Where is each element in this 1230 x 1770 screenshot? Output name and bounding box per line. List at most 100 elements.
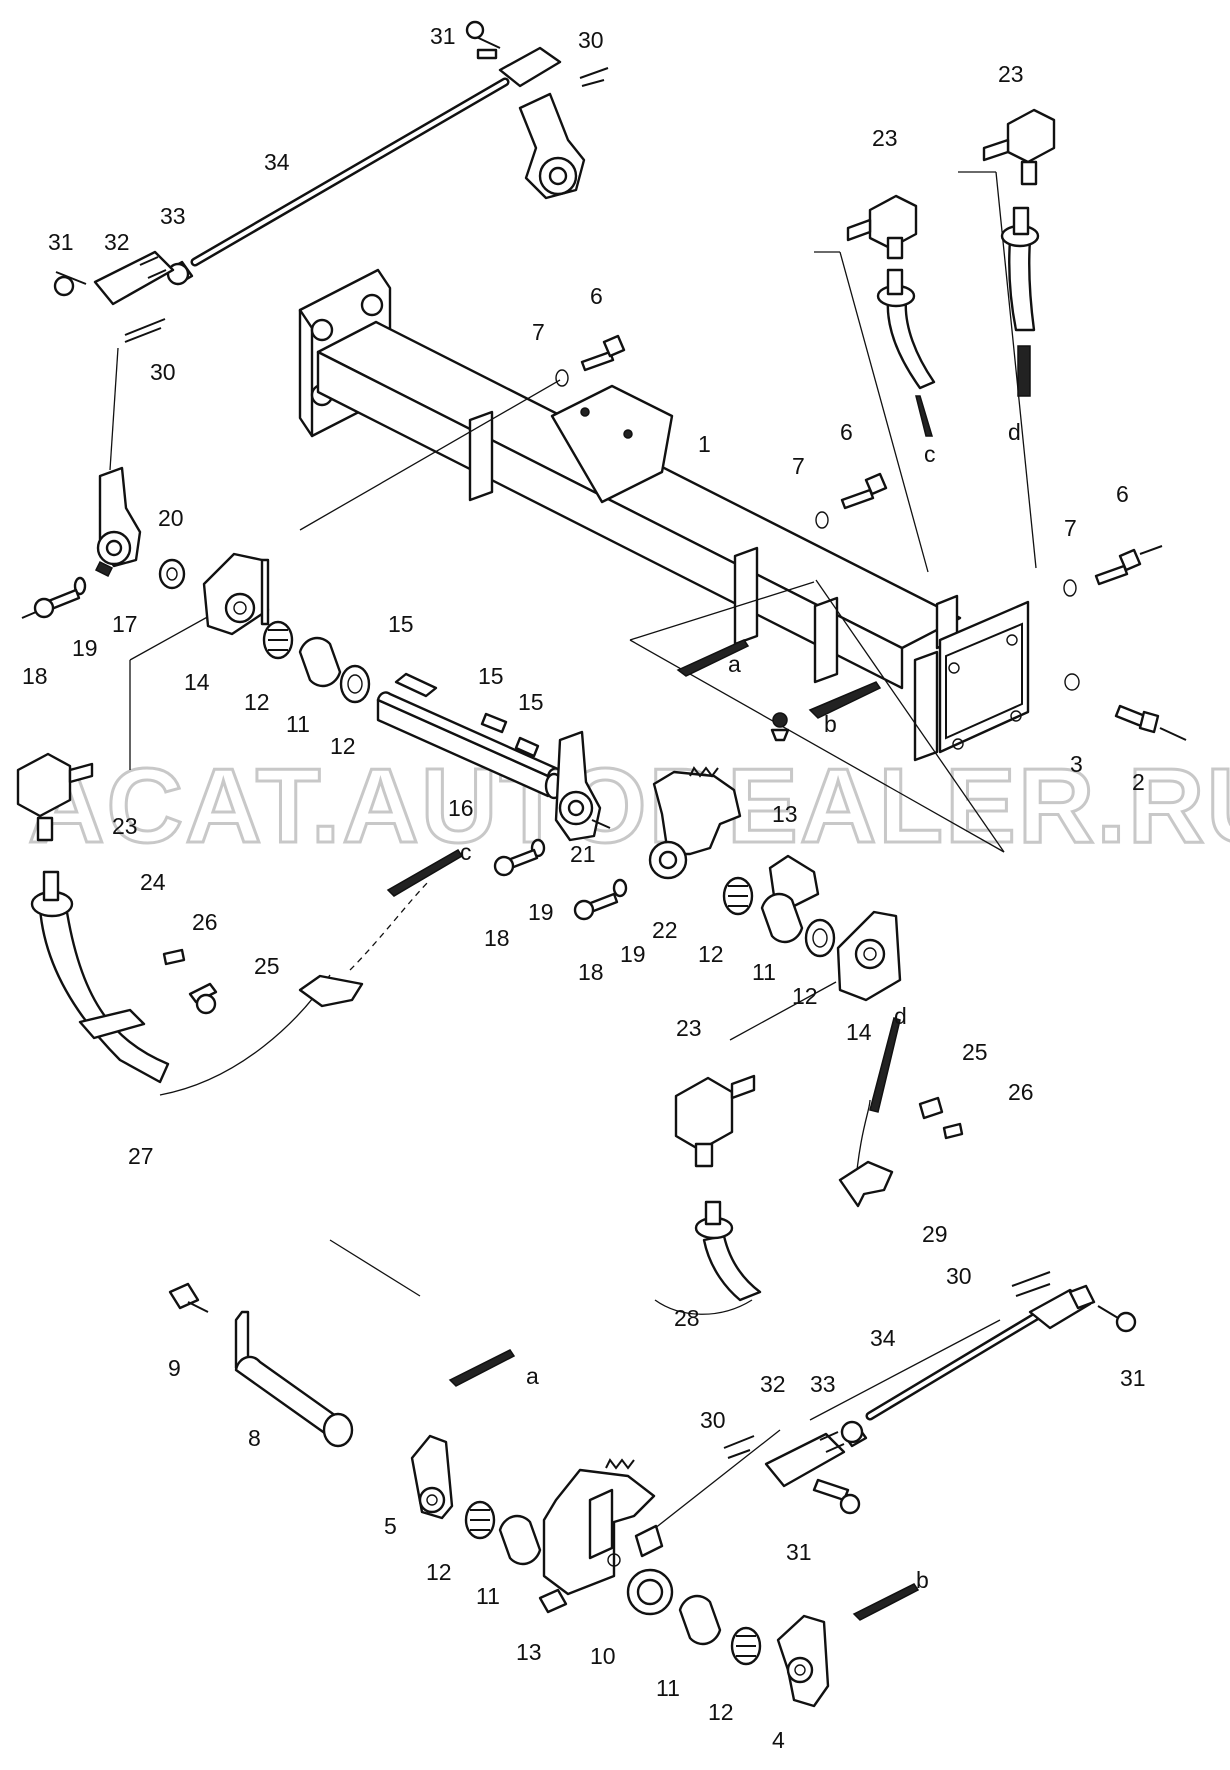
callout-32: 32 bbox=[760, 1371, 786, 1397]
clevis-32-upper bbox=[498, 46, 562, 88]
ref-letter-d: d bbox=[1008, 419, 1021, 445]
callout-11: 11 bbox=[476, 1583, 500, 1609]
bolt-25a bbox=[188, 982, 218, 1004]
bolt-6-c bbox=[1118, 548, 1142, 572]
key-15a bbox=[394, 672, 438, 698]
callout-30: 30 bbox=[946, 1263, 972, 1289]
hoses bbox=[30, 206, 1040, 1302]
callout-24: 24 bbox=[140, 869, 166, 895]
callout-14: 14 bbox=[184, 669, 210, 695]
callout-7: 7 bbox=[792, 453, 805, 479]
callout-34: 34 bbox=[870, 1325, 896, 1351]
callout-7: 7 bbox=[1064, 515, 1077, 541]
reference-lines bbox=[109, 171, 1037, 1541]
callout-5: 5 bbox=[384, 1513, 397, 1539]
clamp-29 bbox=[838, 1160, 894, 1208]
callout-26: 26 bbox=[1008, 1079, 1034, 1105]
callout-labels: 31 30 34 33 31 32 30 6 7 23 23 1 6 7 6 7… bbox=[22, 23, 1146, 1753]
pin-31-left bbox=[53, 275, 75, 297]
callout-23: 23 bbox=[676, 1015, 702, 1041]
bushing-11c bbox=[498, 1514, 542, 1566]
bolt-18b bbox=[493, 855, 515, 877]
reference-letters: c d a b c d a b bbox=[460, 419, 1021, 1593]
bolt-25b bbox=[918, 1096, 944, 1120]
callout-10: 10 bbox=[590, 1643, 616, 1669]
callout-22: 22 bbox=[652, 917, 678, 943]
elbow-23-b bbox=[1006, 108, 1056, 164]
nut-33-bottom bbox=[840, 1420, 864, 1444]
callout-29: 29 bbox=[922, 1221, 948, 1247]
hose-24 bbox=[38, 904, 170, 1084]
callout-23: 23 bbox=[998, 61, 1024, 87]
bushing-11a bbox=[298, 636, 342, 688]
bushing-11d bbox=[678, 1594, 722, 1646]
right-bushings bbox=[722, 876, 902, 1002]
callout-18: 18 bbox=[578, 959, 604, 985]
ref-letter-c: c bbox=[924, 441, 936, 467]
callout-15: 15 bbox=[478, 663, 504, 689]
callout-12: 12 bbox=[426, 1559, 452, 1585]
callout-15: 15 bbox=[388, 611, 414, 637]
callout-12: 12 bbox=[244, 689, 270, 715]
callout-12: 12 bbox=[792, 983, 818, 1009]
pin-31-bottom bbox=[839, 1493, 861, 1515]
callout-25: 25 bbox=[254, 953, 280, 979]
key-15c bbox=[514, 736, 540, 758]
ref-letter-b: b bbox=[824, 711, 837, 737]
ref-letter-c: c bbox=[460, 839, 472, 865]
callout-31: 31 bbox=[1120, 1365, 1146, 1391]
hose-d-upper bbox=[1008, 238, 1036, 332]
callout-26: 26 bbox=[192, 909, 218, 935]
ref-letter-a: a bbox=[526, 1363, 539, 1389]
callout-3: 3 bbox=[1070, 751, 1083, 777]
callout-25: 25 bbox=[962, 1039, 988, 1065]
callout-6: 6 bbox=[590, 283, 603, 309]
washer-19a bbox=[73, 576, 87, 596]
callout-23: 23 bbox=[872, 125, 898, 151]
callout-30: 30 bbox=[700, 1407, 726, 1433]
bushing-12b bbox=[339, 664, 371, 704]
hose-28 bbox=[702, 1234, 762, 1302]
bolts-beam bbox=[555, 334, 1187, 741]
left-lever-assembly bbox=[21, 466, 564, 800]
clevis-32-top bbox=[93, 250, 175, 306]
callout-14: 14 bbox=[846, 1019, 872, 1045]
nut-26b bbox=[942, 1122, 964, 1140]
callout-6: 6 bbox=[1116, 481, 1129, 507]
clamp-c bbox=[298, 974, 364, 1008]
elbow-23-c bbox=[16, 752, 72, 818]
callout-12: 12 bbox=[708, 1699, 734, 1725]
ref-letter-a: a bbox=[728, 651, 741, 677]
end-plate bbox=[938, 600, 1030, 754]
callout-21: 21 bbox=[570, 841, 596, 867]
ref-arrows bbox=[386, 345, 1031, 1621]
bolt-9 bbox=[168, 1282, 200, 1310]
center-levers bbox=[493, 712, 820, 921]
bolt-6-a bbox=[602, 334, 626, 358]
hose-c-upper bbox=[886, 298, 936, 390]
callout-11: 11 bbox=[286, 711, 310, 737]
nut-26a bbox=[162, 948, 186, 966]
bushing-11b bbox=[760, 892, 804, 944]
callout-28: 28 bbox=[674, 1305, 700, 1331]
bottom-assembly bbox=[168, 1282, 830, 1708]
watermark: ACAT.AUTODEALER.RU bbox=[28, 747, 1230, 865]
callout-34: 34 bbox=[264, 149, 290, 175]
callout-31: 31 bbox=[48, 229, 74, 255]
callout-30: 30 bbox=[578, 27, 604, 53]
callout-33: 33 bbox=[160, 203, 186, 229]
callout-18: 18 bbox=[22, 663, 48, 689]
callout-20: 20 bbox=[158, 505, 184, 531]
callout-33: 33 bbox=[810, 1371, 836, 1397]
callout-12: 12 bbox=[698, 941, 724, 967]
callout-19: 19 bbox=[72, 635, 98, 661]
bushing-12d bbox=[804, 918, 836, 958]
link-rod-bottom bbox=[723, 1271, 1137, 1515]
callout-7: 7 bbox=[532, 319, 545, 345]
callout-2: 2 bbox=[1132, 769, 1145, 795]
callout-18: 18 bbox=[484, 925, 510, 951]
elbow-23-d bbox=[674, 1076, 734, 1152]
elbow-23-a bbox=[868, 194, 918, 250]
callout-27: 27 bbox=[128, 1143, 154, 1169]
